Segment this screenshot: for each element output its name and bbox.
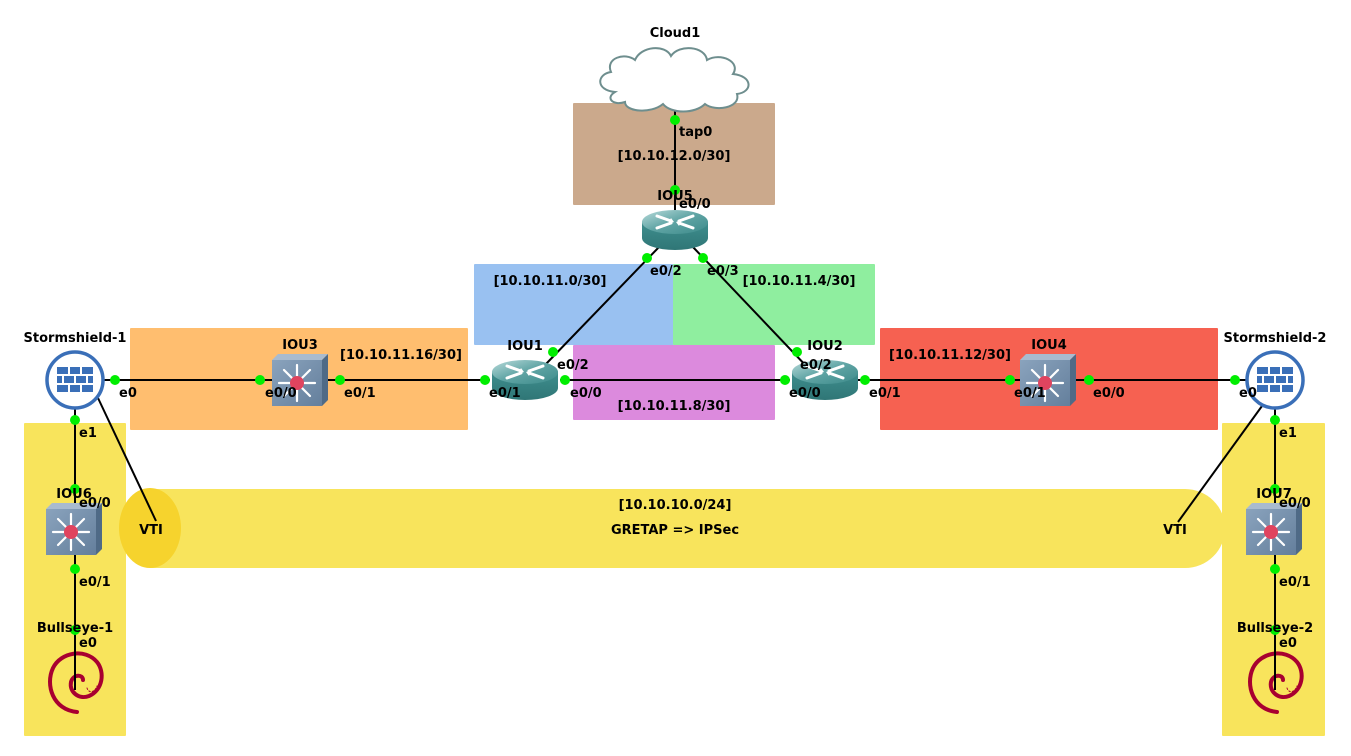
node-label-stormshield1: Stormshield-1: [24, 331, 127, 346]
port-dot[interactable]: [1084, 375, 1094, 385]
port-label: e0/3: [707, 264, 739, 279]
port-label: e0/1: [869, 386, 901, 401]
node-label-stormshield2: Stormshield-2: [1224, 331, 1327, 346]
port-dot[interactable]: [1270, 415, 1280, 425]
node-label-bullseye2: Bullseye-2: [1237, 621, 1313, 636]
stormshield1-node[interactable]: [45, 350, 105, 410]
port-dot[interactable]: [698, 253, 708, 263]
vti-label-right: VTI: [1163, 523, 1187, 538]
port-dot[interactable]: [642, 253, 652, 263]
firewall-icon: [45, 350, 105, 410]
port-label: e0/2: [800, 358, 832, 373]
port-label: e0/0: [1093, 386, 1125, 401]
tunnel-description: GRETAP => IPSec: [611, 523, 739, 538]
subnet-area-iou5-iou2: [673, 264, 875, 345]
port-label: e0: [1279, 636, 1297, 651]
port-dot[interactable]: [70, 625, 80, 635]
port-label: e1: [1279, 426, 1297, 441]
port-label: e0/1: [79, 575, 111, 590]
subnet-label-iou5-iou2: [10.10.11.4/30]: [743, 274, 856, 289]
port-dot[interactable]: [1270, 625, 1280, 635]
port-dot[interactable]: [1270, 484, 1280, 494]
tunnel-band: [150, 489, 1225, 568]
port-dot[interactable]: [780, 375, 790, 385]
subnet-label-iou1-iou2: [10.10.11.8/30]: [618, 399, 731, 414]
port-dot[interactable]: [255, 375, 265, 385]
subnet-label-iou5-iou1: [10.10.11.0/30]: [494, 274, 607, 289]
port-label: e0: [119, 386, 137, 401]
port-label: e0/0: [679, 197, 711, 212]
subnet-label-iou3-iou1: [10.10.11.16/30]: [340, 348, 462, 363]
node-label-iou5: IOU5: [657, 189, 693, 204]
port-dot[interactable]: [70, 415, 80, 425]
iou5-node[interactable]: [640, 208, 710, 252]
node-label-iou3: IOU3: [282, 338, 318, 353]
port-label: e0/2: [650, 264, 682, 279]
node-label-iou7: IOU7: [1256, 487, 1292, 502]
port-dot[interactable]: [110, 375, 120, 385]
subnet-area-iou1-iou2: [573, 345, 775, 420]
port-dots: [70, 115, 1280, 635]
port-label: e0/0: [265, 386, 297, 401]
port-dot[interactable]: [792, 347, 802, 357]
link-iou5-iou2[interactable]: [691, 245, 811, 371]
port-dot[interactable]: [860, 375, 870, 385]
link-iou5-iou1[interactable]: [544, 245, 661, 366]
port-label: e0/1: [1014, 386, 1046, 401]
port-label: tap0: [679, 125, 712, 140]
port-dot[interactable]: [548, 347, 558, 357]
port-dot[interactable]: [1270, 564, 1280, 574]
node-label-cloud1: Cloud1: [650, 26, 701, 41]
link-sts2-vti[interactable]: [1177, 405, 1263, 523]
node-label-iou6: IOU6: [56, 487, 92, 502]
port-label: e0/1: [344, 386, 376, 401]
port-dot[interactable]: [670, 115, 680, 125]
site-area-right: [1222, 423, 1325, 736]
port-dot[interactable]: [335, 375, 345, 385]
port-label: e0/0: [79, 496, 111, 511]
subnet-label-iou2-iou4: [10.10.11.12/30]: [889, 348, 1011, 363]
port-label: e0/0: [570, 386, 602, 401]
port-label: e0/1: [1279, 575, 1311, 590]
tunnel-subnet-label: [10.10.10.0/24]: [619, 498, 732, 513]
port-dot[interactable]: [560, 375, 570, 385]
port-dot[interactable]: [480, 375, 490, 385]
vti-ellipse-left: [119, 488, 181, 568]
node-label-iou4: IOU4: [1031, 338, 1067, 353]
node-label-iou2: IOU2: [807, 339, 843, 354]
node-label-iou1: IOU1: [507, 339, 543, 354]
cloud-icon: [599, 47, 750, 113]
node-label-bullseye1: Bullseye-1: [37, 621, 113, 636]
port-label: e0: [79, 636, 97, 651]
port-label: e0: [1239, 386, 1257, 401]
port-dot[interactable]: [1005, 375, 1015, 385]
cloud1-node[interactable]: [599, 47, 750, 113]
port-dot[interactable]: [70, 484, 80, 494]
port-dot[interactable]: [670, 185, 680, 195]
router-icon: [640, 208, 710, 252]
port-label: e1: [79, 426, 97, 441]
port-label: e0/0: [789, 386, 821, 401]
port-dot[interactable]: [1230, 375, 1240, 385]
port-dot[interactable]: [70, 564, 80, 574]
port-label: e0/0: [1279, 496, 1311, 511]
port-label: e0/2: [557, 358, 589, 373]
subnet-label-cloud: [10.10.12.0/30]: [618, 149, 731, 164]
port-label: e0/1: [489, 386, 521, 401]
link-sts1-vti[interactable]: [97, 397, 157, 522]
vti-label-left: VTI: [139, 523, 163, 538]
